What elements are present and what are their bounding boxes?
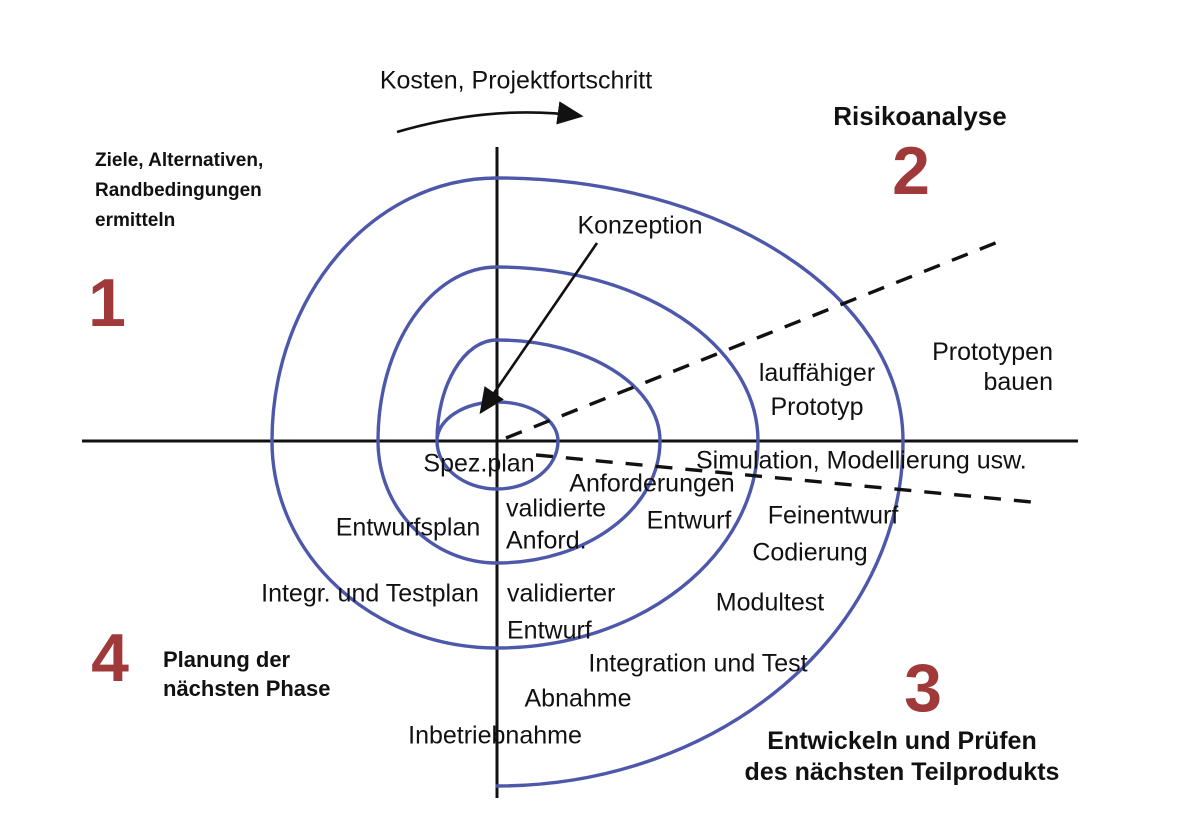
quadrant3-number: 3 xyxy=(904,650,942,726)
phase-label-inbetriebnahme: Inbetriebnahme xyxy=(408,721,582,750)
phase-label-modultest: Modultest xyxy=(715,588,825,617)
quadrant1-label-line3: ermitteln xyxy=(95,210,176,231)
phase-label-codierung: Codierung xyxy=(752,538,868,567)
quadrant4-label: Planung der nächsten Phase xyxy=(163,645,331,703)
label-lauffaehiger-prototyp: lauffähiger Prototyp xyxy=(759,356,875,424)
phase-label-spezplan: Spez.plan xyxy=(423,449,535,478)
quadrant1-label: Ziele, Alternativen, Randbedingungen erm… xyxy=(95,146,263,236)
phase-label-validierter: validierter xyxy=(507,579,616,608)
quadrant4-label-line2: nächsten Phase xyxy=(163,676,331,701)
phase-label-validierte: validierte xyxy=(506,494,607,523)
quadrant4-label-line1: Planung der xyxy=(163,647,291,672)
label-simulation-modellierung: Simulation, Modellierung usw. xyxy=(696,446,1027,475)
quadrant1-label-line2: Randbedingungen xyxy=(95,180,262,201)
label-bauen: bauen xyxy=(983,368,1053,396)
phase-label-integr-und-testplan: Integr. und Testplan xyxy=(261,579,479,608)
cost-progress-label: Kosten, Projektfortschritt xyxy=(379,66,653,95)
cost-progress-arrow xyxy=(396,101,584,134)
quadrant3-label: Entwickeln und Prüfen des nächsten Teilp… xyxy=(745,726,1060,788)
spiral-curve xyxy=(270,176,905,788)
quadrant3-label-line2: des nächsten Teilprodukts xyxy=(744,758,1060,786)
quadrant3-label-line1: Entwickeln und Prüfen xyxy=(767,727,1037,755)
phase-label-entwurf: Entwurf xyxy=(646,506,732,535)
label-lauffaehiger: lauffähiger xyxy=(758,359,876,387)
quadrant1-number: 1 xyxy=(88,265,126,341)
phase-label-entwurfsplan: Entwurfsplan xyxy=(335,513,481,542)
phase-label-abnahme: Abnahme xyxy=(524,684,632,713)
quadrant4-number: 4 xyxy=(91,620,129,696)
phase-label-integration-und-test: Integration und Test xyxy=(588,649,808,678)
quadrant2-number: 2 xyxy=(892,133,930,209)
quadrant1-label-line1: Ziele, Alternativen, xyxy=(95,150,264,171)
phase-label-anforderungen: Anforderungen xyxy=(569,469,735,498)
phase-label-validierter-entwurf: Entwurf xyxy=(507,616,592,645)
phase-label-anford: Anford. xyxy=(506,526,587,555)
phase-label-feinentwurf: Feinentwurf xyxy=(767,501,899,530)
phase-label-konzeption: Konzeption xyxy=(577,211,703,240)
label-prototypen-bauen: Prototypen bauen xyxy=(932,337,1053,397)
risk-sector-dashed-line-lower xyxy=(535,453,1033,504)
label-prototypen: Prototypen xyxy=(932,338,1053,366)
konzeption-arrow xyxy=(479,242,599,415)
label-prototyp: Prototyp xyxy=(770,393,864,421)
quadrant2-label: Risikoanalyse xyxy=(833,101,1007,131)
